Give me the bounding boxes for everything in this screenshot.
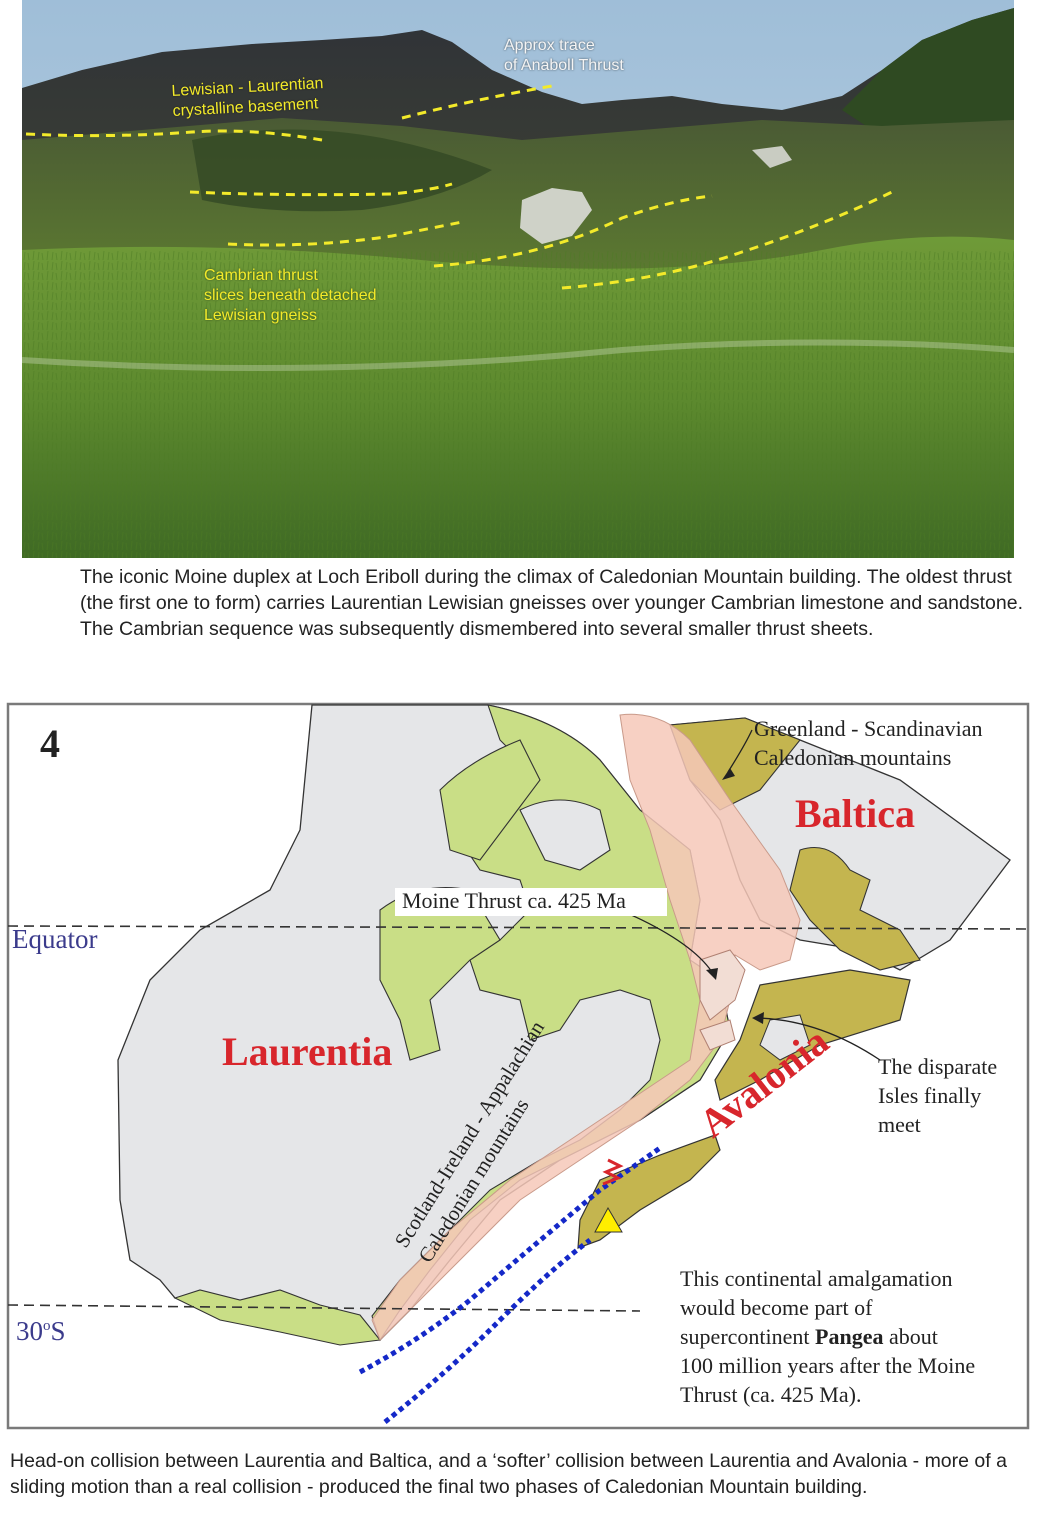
thrust-trace-4 bbox=[227, 220, 463, 247]
avalonia-east bbox=[714, 969, 911, 1101]
thrust-trace-1 bbox=[25, 129, 323, 142]
cotton-grass-band bbox=[22, 339, 1014, 371]
lat-30s-label: 30oS bbox=[16, 1316, 66, 1346]
pangea-note: This continental amalgamation would beco… bbox=[680, 1266, 976, 1407]
thrust-trace-3 bbox=[189, 182, 453, 197]
map-drawing bbox=[6, 702, 1030, 1430]
label-anaboll-thrust: Approx trace of Anaboll Thrust bbox=[504, 37, 624, 74]
arrow-greenland bbox=[727, 729, 753, 773]
equator-label: Equator bbox=[12, 924, 98, 954]
grass-texture bbox=[22, 250, 1014, 558]
thrust-trace-lines bbox=[25, 84, 893, 290]
baltica-label: Baltica bbox=[795, 791, 915, 836]
shelf-inlet-north bbox=[439, 739, 541, 861]
panel-number: 4 bbox=[40, 721, 60, 766]
thrust-trace-5 bbox=[433, 194, 713, 268]
arrow-head-isles bbox=[752, 1012, 764, 1024]
arrow-moine bbox=[619, 909, 713, 973]
thrust-trace-6 bbox=[561, 190, 893, 290]
laurentia-label: Laurentia bbox=[222, 1029, 393, 1074]
label-cambrian-slices: Cambrian thrust slices beneath detached … bbox=[204, 267, 377, 324]
caledonian-orogen bbox=[371, 713, 801, 1341]
subduction-zone-inner bbox=[358, 1145, 662, 1375]
volcano-triangle-icon bbox=[594, 1206, 623, 1233]
avalonia-inlier bbox=[759, 1014, 811, 1061]
equator-line bbox=[7, 925, 1029, 930]
moine-nappe bbox=[699, 949, 746, 1021]
shelf-south bbox=[173, 1289, 382, 1346]
arrow-head-moine bbox=[706, 968, 718, 980]
arrow-isles bbox=[757, 1017, 881, 1061]
rock-outcrop-small bbox=[752, 146, 792, 168]
landscape-scene bbox=[22, 0, 1014, 558]
moine-label-bg bbox=[395, 888, 667, 916]
thrust-trace-2 bbox=[401, 84, 553, 120]
photo-caption: The iconic Moine duplex at Loch Eriboll … bbox=[80, 566, 1023, 640]
lat-30s-line bbox=[7, 1304, 641, 1312]
arrow-head-greenland bbox=[722, 768, 735, 780]
moine-thrust-label: Moine Thrust ca. 425 Ma bbox=[402, 888, 626, 913]
rock-outcrop bbox=[520, 188, 592, 244]
landscape-photo: Lewisian - Laurentian crystalline baseme… bbox=[22, 0, 1014, 558]
label-crystalline-basement: Lewisian - Laurentian crystalline baseme… bbox=[171, 75, 324, 120]
paleogeographic-map: 4 Equator 30oS Laurentia Baltica Avaloni… bbox=[0, 700, 1041, 1440]
inland-basin bbox=[519, 799, 611, 871]
subduction-zone-outer bbox=[383, 1238, 592, 1424]
volcanic-arc-marker bbox=[602, 1158, 624, 1186]
baltica-shelf bbox=[789, 846, 921, 971]
map-caption: Head-on collision between Laurentia and … bbox=[10, 1450, 1007, 1498]
pointer-arrows bbox=[619, 729, 881, 1061]
moine-nappe-small bbox=[699, 1019, 736, 1051]
